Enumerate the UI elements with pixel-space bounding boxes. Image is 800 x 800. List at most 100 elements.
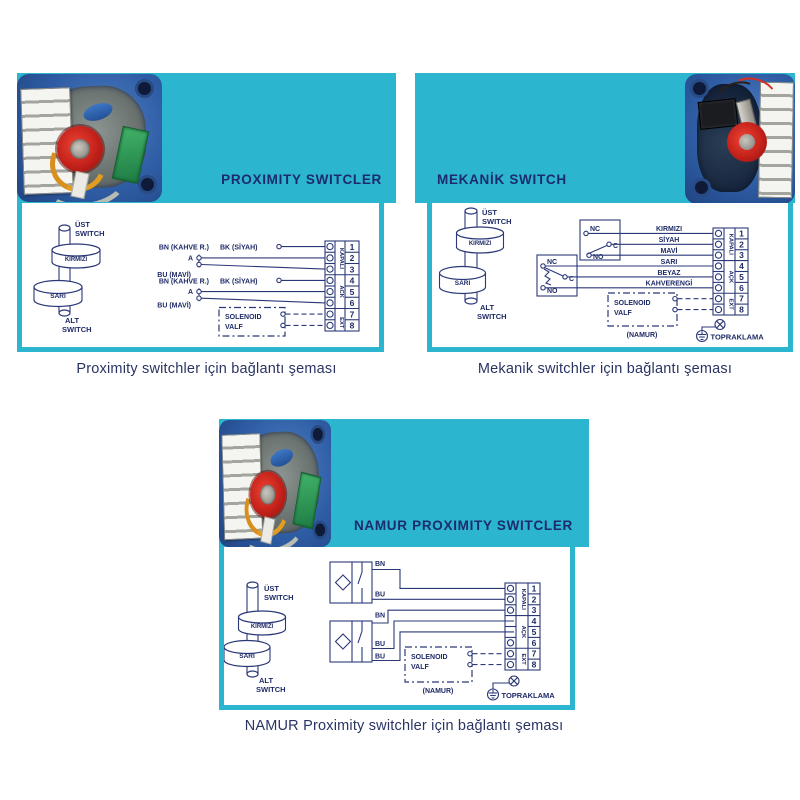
contact-c: C	[613, 243, 618, 250]
bottom-switch-label: ALT	[65, 316, 79, 325]
shaft-figure: KIRMIZI SARI ÜST SWITCH ALT SWITCH	[33, 220, 105, 334]
red-cam	[250, 471, 286, 518]
pin-number: 3	[532, 605, 537, 615]
micro-switch	[697, 98, 739, 130]
yellow-cam-label: SARI	[239, 653, 255, 660]
pin-number: 4	[739, 261, 744, 271]
bottom-switch-label: ALT	[480, 303, 494, 312]
red-cam-label: KIRMIZI	[469, 241, 492, 247]
solenoid-valve-box: SOLENOID VALF	[218, 306, 325, 337]
shaft-figure: KIRMIZI SARI ÜST SWITCH ALT SWITCH	[438, 207, 512, 321]
mechanical-switch-upper: NC C NO	[579, 219, 713, 261]
wire-label: KAHVERENGİ	[646, 280, 693, 288]
section-kapali: KAPALI	[728, 234, 734, 256]
pin-number: 1	[350, 242, 355, 252]
solenoid-valve-box: SOLENOID VALF (NAMUR)	[607, 292, 713, 339]
wire-label-bn: BN	[375, 561, 385, 568]
panel-caption: Proximity switchler için bağlantı şeması	[76, 361, 337, 377]
pin-number: 2	[350, 253, 355, 263]
wire-label-bu: BU (MAVİ)	[157, 271, 191, 279]
pin-number: 1	[532, 583, 537, 593]
wire-label-bu: BU	[375, 654, 385, 661]
pin-number: 8	[739, 305, 744, 315]
pin-number: 6	[350, 298, 355, 308]
pin-number: 5	[532, 627, 537, 637]
bottom-switch-label2: SWITCH	[477, 312, 507, 321]
mekanik-wiring-diagram: KIRMIZI SARI ÜST SWITCH ALT SWITCH NC C …	[438, 207, 764, 343]
wire-label-bn: BN (KAHVE R.)	[159, 245, 209, 252]
proximity-switch-wires-upper: BN (KAHVE R.) BK (SİYAH) A BU (MAVİ)	[157, 244, 326, 279]
panel-title: NAMUR PROXIMITY SWITCLER	[353, 518, 573, 533]
mechanical-switch-lower: NC C NO	[536, 254, 713, 297]
wire-label: SARI	[661, 259, 678, 266]
panel-caption: Mekanik switchler için bağlantı şeması	[477, 361, 733, 377]
wire-label-bk: BK (SİYAH)	[220, 244, 257, 252]
section-kapali: KAPALI	[338, 248, 344, 270]
wire-label: SİYAH	[659, 236, 680, 244]
namur-label: (NAMUR)	[627, 332, 658, 339]
shaft-figure: KIRMIZI SARI ÜST SWITCH ALT SWITCH	[224, 581, 294, 694]
actuator-photo	[685, 74, 795, 204]
valf-label: VALF	[225, 324, 243, 331]
terminal-block: KAPALI AÇK EXT 1 2 3 4 5 6 7 8	[504, 582, 541, 671]
yellow-cam-label: SARI	[50, 293, 66, 300]
bolt-hole	[690, 79, 709, 98]
wiring-diagram-box: KIRMIZI SARI ÜST SWITCH ALT SWITCH BN BU	[219, 547, 575, 710]
top-switch-label: ÜST	[482, 208, 497, 217]
pin-number: 8	[532, 660, 537, 670]
pin-number: 6	[739, 283, 744, 293]
wiring-diagram-box: KIRMIZI SARI ÜST SWITCH ALT SWITCH NC C …	[427, 203, 793, 352]
panel-title: PROXIMITY SWITCLER	[221, 172, 382, 187]
bolt-hole	[692, 178, 711, 197]
wire-label: MAVİ	[661, 247, 678, 255]
pin-number: 3	[739, 250, 744, 260]
pin-number: 4	[532, 616, 537, 626]
namur-sensor-upper: BN BU	[329, 561, 505, 604]
section-ack: AÇK	[728, 271, 734, 284]
pin-number: 1	[739, 228, 744, 238]
solenoid-label: SOLENOID	[614, 300, 651, 307]
namur-label: (NAMUR)	[423, 688, 454, 695]
pin-number: 2	[739, 239, 744, 249]
pin-number: 7	[739, 294, 744, 304]
top-switch-label: ÜST	[75, 220, 90, 229]
pin-number: 6	[532, 638, 537, 648]
valf-label: VALF	[411, 664, 429, 671]
wire-label-bn: BN (KAHVE R.)	[159, 279, 209, 286]
wire-label-bu: BU (MAVİ)	[157, 302, 191, 310]
ground-icon: TOPRAKLAMA	[695, 318, 764, 343]
top-switch-label2: SWITCH	[264, 593, 294, 602]
shaft-core	[70, 139, 90, 159]
shaft-core	[739, 134, 755, 150]
pin-number: 3	[350, 264, 355, 274]
bottom-switch-label2: SWITCH	[256, 685, 286, 694]
contact-nc: NC	[590, 226, 600, 233]
top-switch-label2: SWITCH	[75, 229, 105, 238]
wire-label: KIRMIZI	[656, 226, 682, 233]
ground-icon: TOPRAKLAMA	[486, 675, 555, 701]
pin-number: 2	[532, 594, 537, 604]
top-switch-label2: SWITCH	[482, 217, 512, 226]
wire-label-bu: BU	[375, 592, 385, 599]
bolt-hole	[310, 424, 326, 444]
pin-number: 7	[350, 309, 355, 319]
solenoid-label: SOLENOID	[411, 654, 448, 661]
pin-number: 7	[532, 649, 537, 659]
wire-label-bk: BK (SİYAH)	[220, 278, 257, 286]
bolt-hole	[135, 79, 154, 98]
wire-label-a: A	[188, 256, 193, 263]
section-kapali: KAPALI	[520, 589, 526, 611]
section-ext: EXT	[520, 653, 526, 665]
red-cam-label: KIRMIZI	[65, 257, 88, 263]
solenoid-valve-box: SOLENOID VALF (NAMUR)	[404, 646, 505, 695]
bottom-switch-label: ALT	[259, 676, 273, 685]
red-cam-label: KIRMIZI	[251, 624, 274, 630]
section-ack: AÇK	[520, 626, 526, 639]
panel-title: MEKANİK SWITCH	[437, 172, 567, 187]
terminal-block: KAPALI AÇK EXT 1 2 3 4 5 6 7 8	[712, 227, 749, 316]
wire-color-labels: KIRMIZI SİYAH MAVİ SARI BEYAZ KAHVERENGİ	[646, 226, 693, 288]
contact-no: NO	[593, 254, 604, 261]
bolt-hole	[138, 175, 157, 194]
bottom-switch-label2: SWITCH	[62, 325, 92, 334]
red-cam	[57, 126, 103, 172]
